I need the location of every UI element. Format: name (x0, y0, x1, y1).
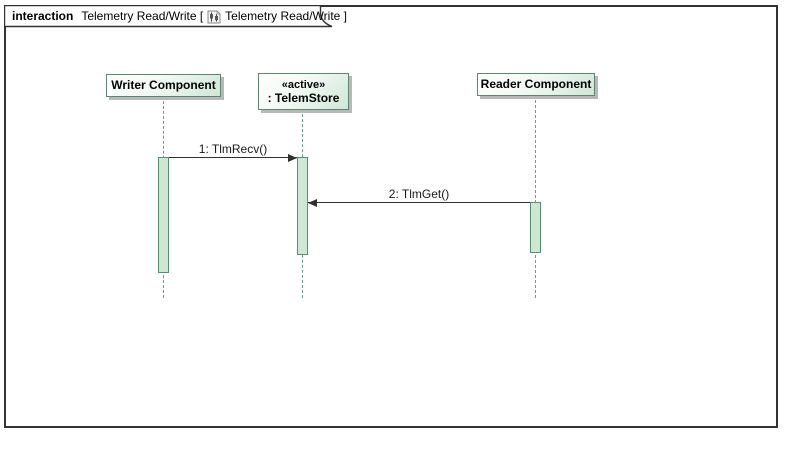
interaction-frame[interactable] (4, 5, 778, 428)
stereotype-label: «active» (281, 78, 326, 91)
frame-diagram-name: Telemetry Read/Write [ (81, 9, 204, 23)
sequence-diagram-icon (207, 9, 222, 23)
lifeline-label: Reader Component (480, 77, 592, 91)
message-line-1[interactable] (169, 157, 297, 158)
message-arrowhead-1[interactable] (288, 154, 297, 162)
activation-bar-writer[interactable] (158, 157, 169, 273)
lifeline-reader[interactable] (535, 95, 536, 298)
frame-title: interaction Telemetry Read/Write [ Telem… (12, 8, 347, 24)
lifeline-head-writer[interactable]: Writer Component (106, 74, 221, 97)
activation-bar-telemstore[interactable] (297, 157, 308, 255)
message-label-2[interactable]: 2: TlmGet() (388, 187, 450, 201)
frame-name-tab[interactable] (4, 5, 344, 30)
frame-keyword: interaction (12, 9, 74, 23)
message-arrowhead-2[interactable] (308, 199, 317, 207)
message-label-1[interactable]: 1: TlmRecv() (198, 142, 268, 156)
frame-diagram-ref: Telemetry Read/Write ] (225, 9, 347, 23)
lifeline-label: Writer Component (111, 78, 216, 92)
lifeline-head-telemstore[interactable]: «active» : TelemStore (258, 73, 349, 110)
lifeline-head-reader[interactable]: Reader Component (477, 73, 595, 96)
message-line-2[interactable] (308, 202, 530, 203)
lifeline-label: : TelemStore (267, 90, 340, 105)
activation-bar-reader[interactable] (530, 202, 541, 253)
